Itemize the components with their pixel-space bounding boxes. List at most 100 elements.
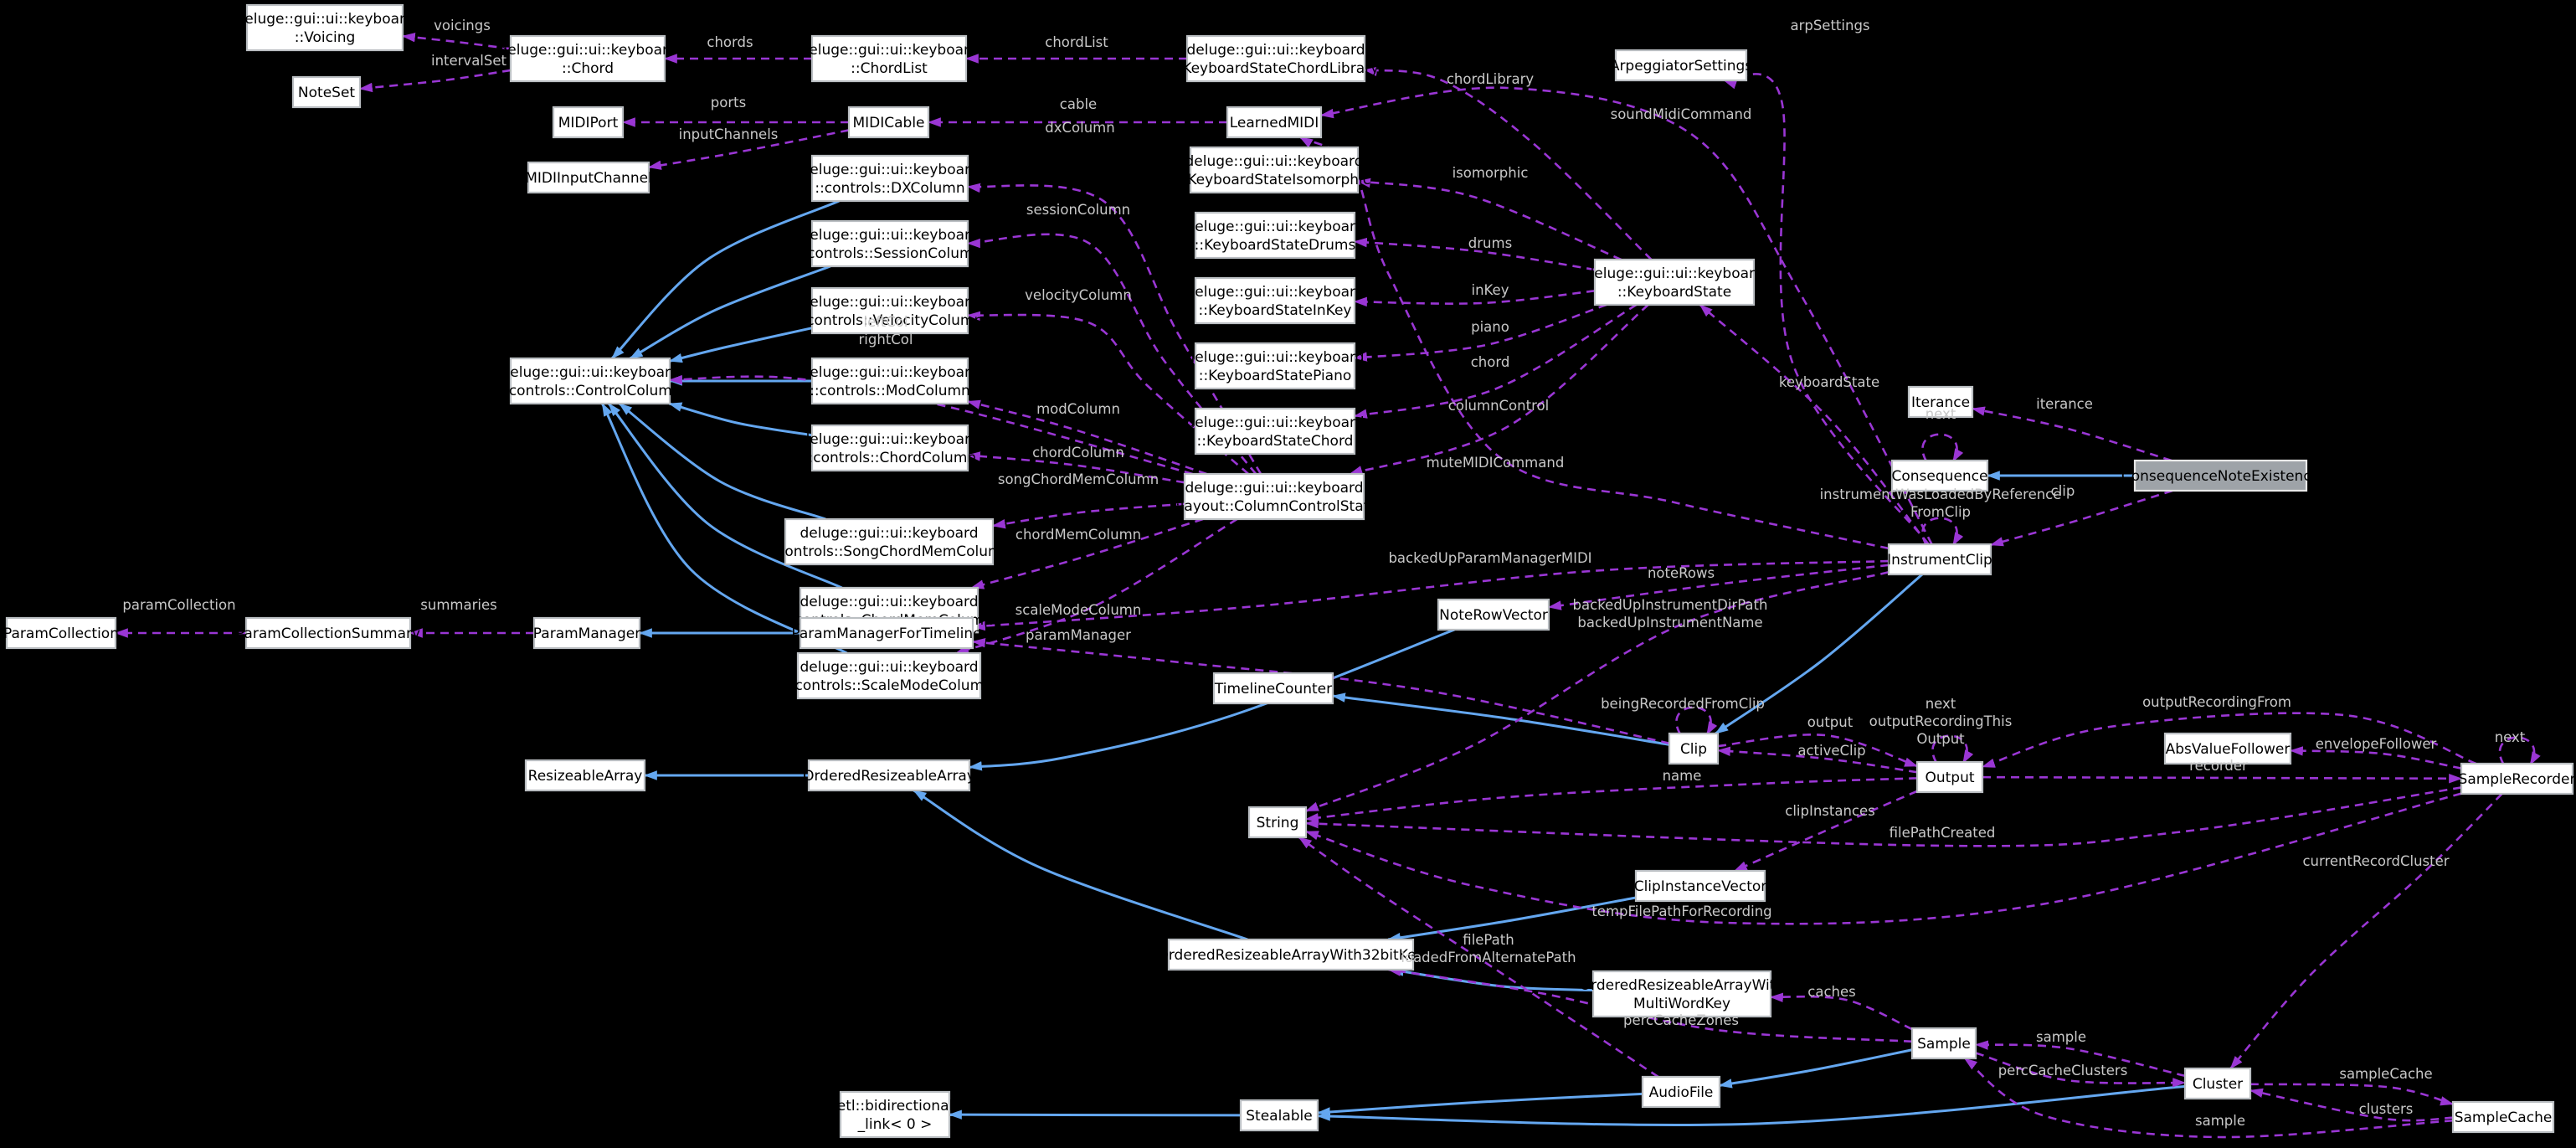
node-MIDIPort[interactable]: MIDIPort xyxy=(552,106,625,139)
node-OrderedResizeableArray[interactable]: OrderedResizeableArray xyxy=(803,759,975,792)
node-InstrumentClip[interactable]: InstrumentClip xyxy=(1887,543,1992,576)
node-box[interactable] xyxy=(1226,106,1323,139)
node-ChordColumn[interactable]: deluge::gui::ui::keyboard::controls::Cho… xyxy=(801,424,979,472)
node-box-highlighted[interactable] xyxy=(2133,459,2308,492)
node-box[interactable] xyxy=(1915,760,1984,794)
node-SampleCache[interactable]: SampleCache xyxy=(2451,1100,2555,1134)
node-box[interactable] xyxy=(1212,672,1334,705)
node-ClipInstanceVector[interactable]: ClipInstanceVector xyxy=(1634,869,1767,903)
node-box[interactable] xyxy=(524,759,646,792)
node-box[interactable] xyxy=(5,616,117,650)
node-box[interactable] xyxy=(799,616,974,650)
node-KeyboardState[interactable]: deluge::gui::ui::keyboard::KeyboardState xyxy=(1586,258,1764,306)
node-ResizeableArray[interactable]: ResizeableArray xyxy=(524,759,646,792)
node-VelocityColumn[interactable]: deluge::gui::ui::keyboard::controls::Vel… xyxy=(797,286,984,335)
node-box[interactable] xyxy=(796,651,982,700)
node-ScaleModeColumn[interactable]: deluge::gui::ui::keyboard::controls::Sca… xyxy=(785,651,993,700)
node-ConsequenceNoteExistence[interactable]: ConsequenceNoteExistence xyxy=(2121,459,2320,492)
node-Sample[interactable]: Sample xyxy=(1910,1027,1977,1060)
node-OrderedResizeableArrayWith32bitKey[interactable]: OrderedResizeableArrayWith32bitKey xyxy=(1157,938,1425,971)
node-box[interactable] xyxy=(1194,342,1356,390)
node-ColumnControlState[interactable]: deluge::gui::ui::keyboard::layout::Colum… xyxy=(1170,472,1378,521)
node-String[interactable]: String xyxy=(1247,806,1308,839)
node-box[interactable] xyxy=(2183,1067,2252,1100)
node-box[interactable] xyxy=(1910,1027,1977,1060)
node-box[interactable] xyxy=(552,106,625,139)
node-box[interactable] xyxy=(2460,762,2574,795)
node-box[interactable] xyxy=(245,3,404,52)
node-ArpeggiatorSettings[interactable]: ArpeggiatorSettings xyxy=(1610,49,1753,82)
node-MIDICable[interactable]: MIDICable xyxy=(847,106,930,139)
node-box[interactable] xyxy=(2163,732,2292,765)
node-ParamManager[interactable]: ParamManager xyxy=(532,616,641,650)
node-AudioFile[interactable]: AudioFile xyxy=(1641,1075,1721,1109)
node-box[interactable] xyxy=(839,1090,951,1139)
node-KeyboardStateChordLibrary[interactable]: deluge::gui::ui::keyboard::KeyboardState… xyxy=(1173,34,1379,83)
node-KeyboardStatePiano[interactable]: deluge::gui::ui::keyboard::KeyboardState… xyxy=(1186,342,1365,390)
node-box[interactable] xyxy=(1247,806,1308,839)
node-box[interactable] xyxy=(1887,543,1992,576)
node-Consequence[interactable]: Consequence xyxy=(1890,459,1989,492)
node-box[interactable] xyxy=(1591,970,1772,1018)
node-ModColumn[interactable]: deluge::gui::ui::keyboard::controls::Mod… xyxy=(801,357,979,405)
node-box[interactable] xyxy=(810,286,969,335)
node-SongChordMemColumn[interactable]: deluge::gui::ui::keyboard::controls::Son… xyxy=(768,517,1011,566)
node-KeyboardStateIsomorphic[interactable]: deluge::gui::ui::keyboard::KeyboardState… xyxy=(1178,146,1370,194)
node-KeyboardStateChord[interactable]: deluge::gui::ui::keyboard::KeyboardState… xyxy=(1186,407,1365,456)
node-box[interactable] xyxy=(1194,211,1356,260)
node-NoteRowVector[interactable]: NoteRowVector xyxy=(1437,598,1550,631)
node-box[interactable] xyxy=(1437,598,1550,631)
node-box[interactable] xyxy=(810,424,969,472)
node-SampleRecorder[interactable]: SampleRecorder xyxy=(2459,762,2576,795)
node-box[interactable] xyxy=(1907,385,1974,419)
node-LearnedMIDI[interactable]: LearnedMIDI xyxy=(1226,106,1323,139)
node-box[interactable] xyxy=(1641,1075,1721,1109)
node-box[interactable] xyxy=(1189,146,1360,194)
node-box[interactable] xyxy=(1183,472,1365,521)
node-Chord[interactable]: deluge::gui::ui::keyboard::Chord xyxy=(499,34,677,83)
node-box[interactable] xyxy=(244,616,412,650)
node-MIDIInputChannel[interactable]: MIDIInputChannel xyxy=(525,161,652,194)
node-KeyboardStateDrums[interactable]: deluge::gui::ui::keyboard::KeyboardState… xyxy=(1186,211,1365,260)
node-Stealable[interactable]: Stealable xyxy=(1239,1099,1319,1132)
node-ParamManagerForTimeline[interactable]: ParamManagerForTimeline xyxy=(791,616,982,650)
node-box[interactable] xyxy=(1194,407,1356,456)
node-box[interactable] xyxy=(509,357,671,405)
node-Cluster[interactable]: Cluster xyxy=(2183,1067,2252,1100)
node-box[interactable] xyxy=(532,616,641,650)
node-ControlColumn[interactable]: deluge::gui::ui::keyboard::controls::Con… xyxy=(499,357,681,405)
node-SessionColumn[interactable]: deluge::gui::ui::keyboard::controls::Ses… xyxy=(798,219,983,268)
node-box[interactable] xyxy=(810,357,969,405)
node-DXColumn[interactable]: deluge::gui::ui::keyboard::controls::DXC… xyxy=(801,154,979,203)
node-box[interactable] xyxy=(527,161,650,194)
node-box[interactable] xyxy=(1614,49,1748,82)
node-ParamCollectionSummary[interactable]: ParamCollectionSummary xyxy=(236,616,420,650)
node-Voicing[interactable]: deluge::gui::ui::keyboard::Voicing xyxy=(236,3,414,52)
node-box[interactable] xyxy=(1634,869,1766,903)
node-box[interactable] xyxy=(810,154,969,203)
node-box[interactable] xyxy=(810,34,968,83)
node-box[interactable] xyxy=(1668,732,1720,765)
node-Output[interactable]: Output xyxy=(1915,760,1984,794)
node-box[interactable] xyxy=(784,517,995,566)
node-AbsValueFollower[interactable]: AbsValueFollower xyxy=(2163,732,2292,765)
node-box[interactable] xyxy=(1167,938,1415,971)
node-box[interactable] xyxy=(1194,276,1356,325)
node-box[interactable] xyxy=(807,759,971,792)
node-box[interactable] xyxy=(509,34,666,83)
node-box[interactable] xyxy=(1185,34,1366,83)
node-box[interactable] xyxy=(1593,258,1756,306)
node-box[interactable] xyxy=(1890,459,1989,492)
node-Clip[interactable]: Clip xyxy=(1668,732,1720,765)
node-ParamCollection[interactable]: ParamCollection xyxy=(3,616,119,650)
node-EtlBidirectionalLink[interactable]: etl::bidirectional_link< 0 > xyxy=(837,1090,953,1139)
node-box[interactable] xyxy=(2451,1100,2555,1134)
node-ChordList[interactable]: deluge::gui::ui::keyboard::ChordList xyxy=(800,34,979,83)
node-box[interactable] xyxy=(810,219,969,268)
node-KeyboardStateInKey[interactable]: deluge::gui::ui::keyboard::KeyboardState… xyxy=(1186,276,1365,325)
node-TimelineCounter[interactable]: TimelineCounter xyxy=(1212,672,1334,705)
node-box[interactable] xyxy=(291,75,362,109)
node-NoteSet[interactable]: NoteSet xyxy=(291,75,362,109)
node-Iterance[interactable]: Iterance xyxy=(1907,385,1974,419)
